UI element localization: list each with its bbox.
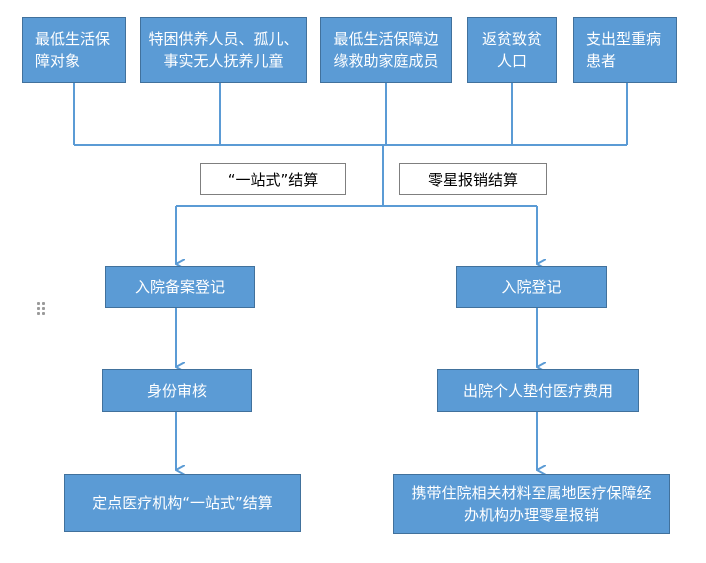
step-text: 定点医疗机构“一站式”结算: [92, 494, 273, 512]
step-text: 入院登记: [501, 278, 562, 296]
top-box-line: 人口: [496, 52, 527, 70]
branch-label-text: “一站式”结算: [227, 170, 319, 189]
left-step-identity-review: 身份审核: [102, 369, 252, 412]
top-box-line: 返贫致贫: [481, 30, 542, 48]
left-step-admission-filing: 入院备案登记: [105, 266, 255, 308]
step-text-line: 携带住院相关材料至属地医疗保障经: [411, 484, 652, 502]
right-step-scattered-reimbursement: 携带住院相关材料至属地医疗保障经办机构办理零星报销: [393, 474, 670, 534]
right-step-self-pay: 出院个人垫付医疗费用: [437, 369, 639, 412]
top-box-line: 最低生活保障边: [333, 30, 439, 48]
top-box-line: 事实无人抚养儿童: [163, 52, 284, 70]
top-box-poverty-return: 返贫致贫人口: [467, 17, 557, 83]
top-box-minimum-living: 最低生活保障对象: [22, 17, 126, 83]
drag-handle-icon[interactable]: [37, 302, 47, 316]
top-box-line: 支出型重病: [586, 30, 662, 48]
top-box-line: 缘救助家庭成员: [333, 52, 439, 70]
branch-label-text: 零星报销结算: [427, 170, 518, 189]
top-box-special-support: 特困供养人员、孤儿、事实无人抚养儿童: [140, 17, 307, 83]
top-box-line: 最低生活保: [35, 30, 111, 48]
branch-label-scattered-reimbursement: 零星报销结算: [399, 163, 547, 195]
step-text: 入院备案登记: [134, 278, 225, 296]
step-text-line: 办机构办理零星报销: [463, 506, 599, 524]
step-text: 出院个人垫付医疗费用: [462, 381, 613, 400]
top-box-marginal-family: 最低生活保障边缘救助家庭成员: [320, 17, 452, 83]
step-text: 身份审核: [146, 381, 207, 400]
right-step-admission: 入院登记: [456, 266, 607, 308]
left-step-one-stop-settlement: 定点医疗机构“一站式”结算: [64, 474, 301, 532]
branch-label-one-stop: “一站式”结算: [200, 163, 346, 195]
top-box-severe-illness: 支出型重病患者: [573, 17, 677, 83]
top-box-line: 特困供养人员、孤儿、: [148, 30, 299, 48]
top-box-line: 障对象: [35, 52, 81, 70]
top-box-line: 患者: [586, 52, 617, 70]
